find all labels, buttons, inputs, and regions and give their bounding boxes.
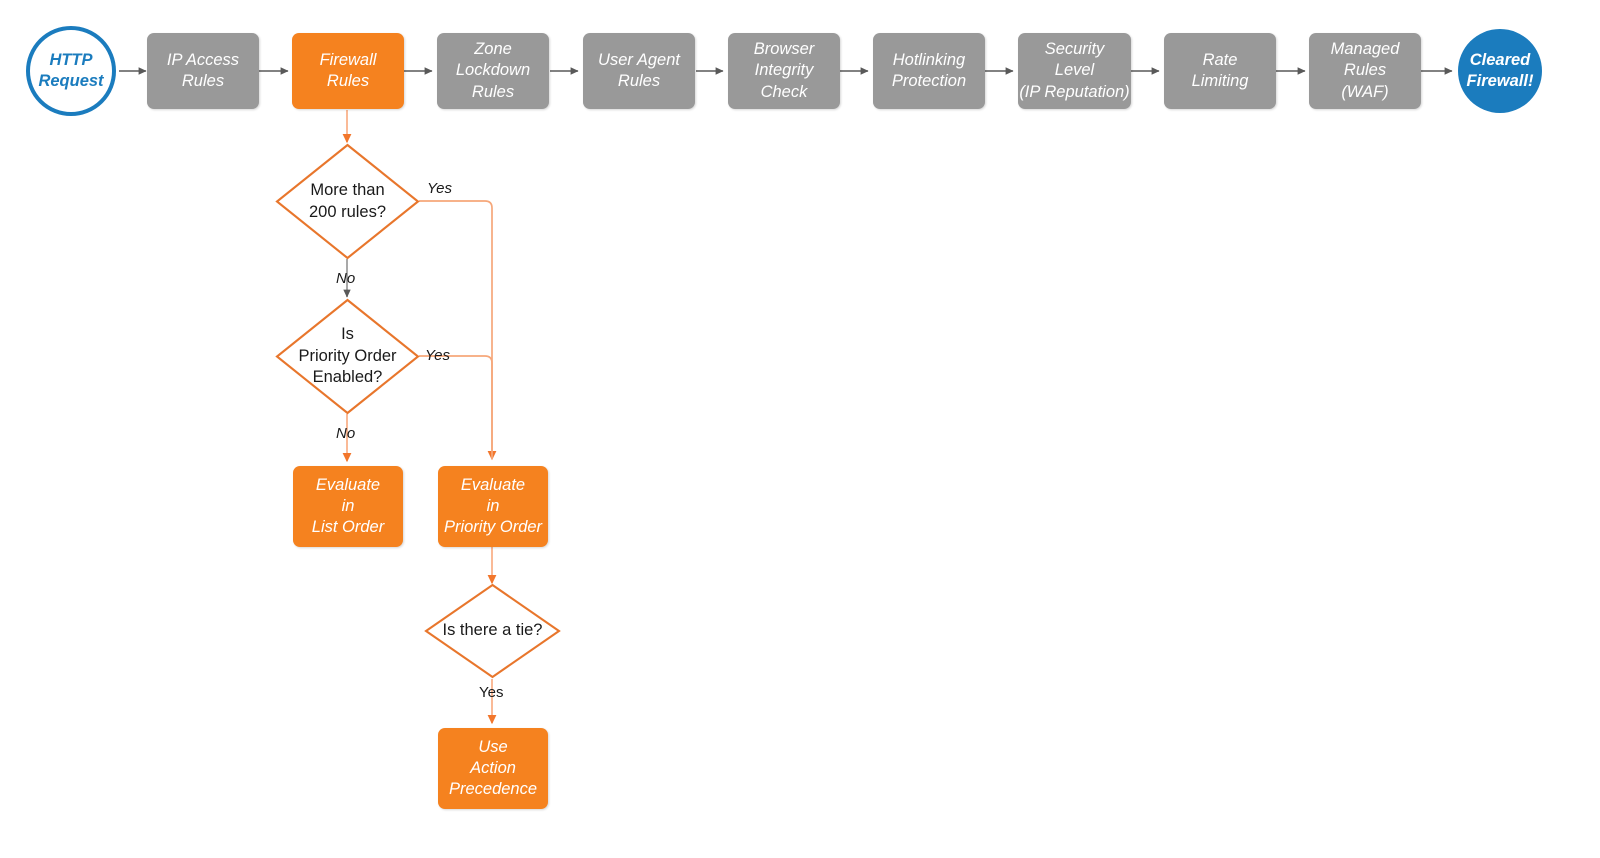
edge-rulecount-yes (419, 200, 497, 461)
node-ip-access-rules[interactable]: IP Access Rules (147, 33, 259, 109)
diamond-shape (275, 298, 420, 415)
node-label: Browser Integrity Check (753, 40, 815, 101)
node-label: Is there a tie? (442, 621, 543, 640)
node-managed-rules-waf[interactable]: Managed Rules (WAF) (1309, 33, 1421, 109)
node-label: Managed Rules (WAF) (1330, 40, 1400, 101)
edge-label-priority-yes: Yes (425, 347, 451, 364)
node-label: Rate Limiting (1191, 50, 1249, 90)
node-browser-integrity-check[interactable]: Browser Integrity Check (728, 33, 840, 109)
node-is-there-a-tie[interactable]: Is there a tie? (424, 583, 561, 679)
node-label: IP Access Rules (166, 50, 240, 90)
node-firewall-rules[interactable]: Firewall Rules (292, 33, 404, 109)
node-is-priority-order-enabled[interactable]: Is Priority Order Enabled? (275, 298, 420, 415)
node-label: Security Level (IP Reputation) (1019, 40, 1130, 101)
node-label: Is Priority Order Enabled? (298, 325, 397, 387)
node-label: Firewall Rules (319, 50, 377, 90)
node-label: More than 200 rules? (308, 181, 387, 221)
node-label: Evaluate in Priority Order (443, 475, 543, 537)
node-zone-lockdown-rules[interactable]: Zone Lockdown Rules (437, 33, 549, 109)
diamond-shape (275, 143, 420, 260)
node-evaluate-in-list-order[interactable]: Evaluate in List Order (293, 466, 403, 547)
node-label: Cleared Firewall! (1466, 50, 1534, 90)
edge-label-rulecount-yes: Yes (427, 180, 453, 197)
node-rate-limiting[interactable]: Rate Limiting (1164, 33, 1276, 109)
node-label: HTTP Request (38, 50, 104, 90)
diamond-shape (424, 583, 561, 679)
node-label: User Agent Rules (598, 50, 680, 90)
node-label: Use Action Precedence (448, 737, 538, 799)
node-label: Zone Lockdown Rules (455, 40, 531, 101)
edge-label-rulecount-no: No (336, 270, 356, 287)
node-cleared-firewall[interactable]: Cleared Firewall! (1458, 29, 1542, 113)
node-http-request[interactable]: HTTP Request (26, 26, 116, 116)
edge-priority-yes (419, 355, 493, 459)
node-security-level[interactable]: Security Level (IP Reputation) (1018, 33, 1131, 109)
edge-label-tie-yes: Yes (479, 684, 504, 701)
edge-label-priority-no: No (336, 425, 356, 442)
node-hotlinking-protection[interactable]: Hotlinking Protection (873, 33, 985, 109)
node-use-action-precedence[interactable]: Use Action Precedence (438, 728, 548, 809)
node-evaluate-in-priority-order[interactable]: Evaluate in Priority Order (438, 466, 548, 547)
node-user-agent-rules[interactable]: User Agent Rules (583, 33, 695, 109)
node-label: Evaluate in List Order (311, 475, 385, 537)
node-label: Hotlinking Protection (891, 50, 967, 90)
node-more-than-200-rules[interactable]: More than 200 rules? (275, 143, 420, 260)
